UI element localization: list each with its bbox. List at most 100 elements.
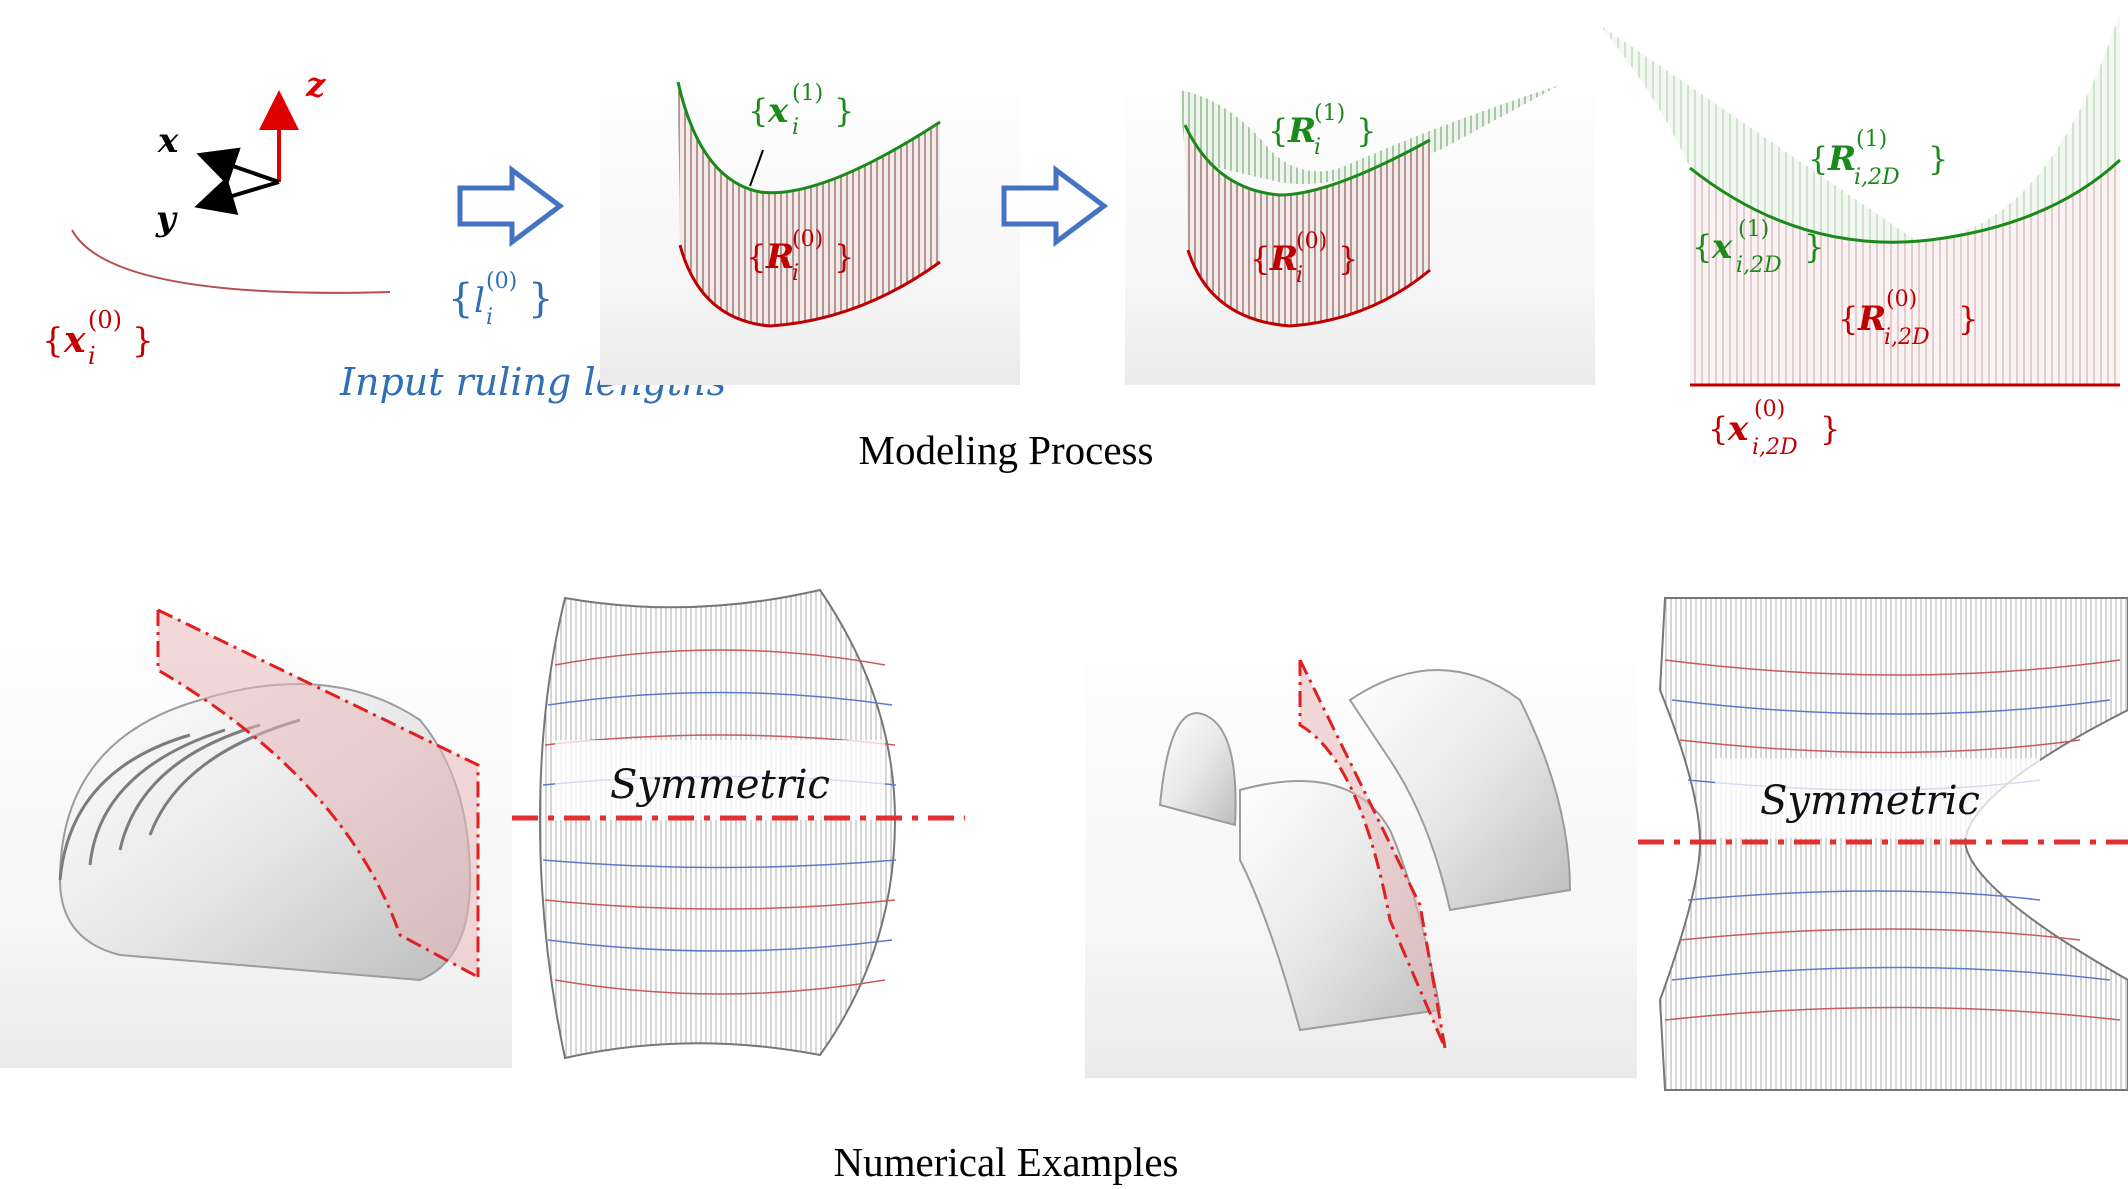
label-x1-2d: { x i,2D (1) } [1692,217,1824,278]
curve-line [1679,928,2081,941]
svg-text:x: x [767,91,789,131]
svg-text:}: } [1338,240,1358,278]
curve-line [542,859,897,869]
svg-text:{: { [1250,240,1270,278]
y-axis-arrow [194,176,280,216]
svg-text:}: } [132,321,154,361]
fold-curve [1183,124,1431,197]
curve-line [1687,890,2041,901]
shell-ring-1 [58,733,191,881]
caption-numerical-examples: Numerical Examples [834,1139,1179,1185]
developed-surface-R1 [1600,12,2120,250]
label-x0: { x i (0) } [42,306,154,370]
flat-pattern-outline [538,588,897,1060]
svg-text:i: i [1296,263,1303,288]
svg-text:(1): (1) [1738,217,1769,242]
svg-text:R: R [1857,299,1886,339]
example-2-flat-pattern: Symmetric [1638,597,2128,1091]
label-R1: { R i (1) } [1268,101,1376,160]
svg-text:}: } [1356,112,1376,150]
process-arrow-1 [457,165,565,247]
curve-line [547,691,893,706]
z-axis-label: z [305,65,326,105]
svg-text:(1): (1) [1856,127,1887,152]
example-2-render [1085,608,1637,1078]
symmetric-label-1: Symmetric [610,762,830,808]
svg-text:i,2D: i,2D [1752,435,1798,460]
svg-text:{: { [746,238,766,276]
curve-line [554,979,886,995]
bottom-curve [1186,249,1431,328]
svg-text:i,2D: i,2D [1884,325,1930,350]
svg-text:i: i [792,115,799,140]
curve-line [1664,1006,2121,1021]
ruled-surface-R1 [1180,85,1560,184]
developed-curve-x1 [1689,158,2122,244]
large-arch [1348,669,1572,912]
axes-triad: z x y [155,65,326,239]
x-axis-label: x [157,121,179,161]
shell-ring-2 [88,728,226,866]
svg-text:{: { [1808,140,1828,178]
svg-text:(1): (1) [1314,101,1345,126]
curve-line [544,899,896,910]
svg-text:R: R [1827,139,1856,179]
curve-line [554,649,886,666]
svg-text:}: } [834,238,854,276]
curve-line [1671,699,2111,715]
svg-text:R: R [765,237,794,277]
svg-text:{: { [42,321,64,361]
cut-plane-outline-1 [156,608,480,979]
caption-modeling-process: Modeling Process [859,427,1154,473]
top-curve-x1 [676,81,941,195]
svg-text:}: } [1928,140,1948,178]
svg-text:(0): (0) [1296,229,1327,254]
example-1-render [0,598,512,1068]
ruled-surface-R0 [678,82,940,326]
svg-text:R: R [1287,111,1316,151]
symmetric-label-2: Symmetric [1760,778,1980,824]
bottom-curve-x0 [678,244,941,328]
svg-text:(0): (0) [486,269,517,294]
cut-plane-2 [1300,660,1445,1048]
surface-panel-3 [1125,60,1595,385]
svg-text:}: } [1820,410,1840,448]
svg-text:}: } [1958,300,1978,338]
svg-text:{: { [448,276,473,322]
surface-panel-2 [600,60,1020,385]
svg-text:x: x [63,319,86,361]
svg-text:(0): (0) [1886,287,1917,312]
ruled-surface-R0-b [1185,125,1430,326]
svg-text:{: { [1708,410,1728,448]
curve-line [1679,739,2081,754]
curve-line [1671,966,2111,981]
label-R0-a: { R i (0) } [746,227,854,286]
svg-text:(0): (0) [88,306,122,334]
small-arch [1158,712,1237,827]
svg-text:(0): (0) [792,227,823,252]
developed-panel-2d [1600,12,2122,387]
label-R0-2d: { R i,2D (0) } [1838,287,1978,350]
label-R0-b: { R i (0) } [1250,229,1358,288]
svg-text:}: } [528,276,553,322]
svg-text:l: l [474,281,485,321]
label-R1-2d: { R i,2D (1) } [1808,127,1948,190]
example-1-flat-pattern: Symmetric [512,588,965,1060]
label-x1: { x i (1) } [748,81,854,140]
svg-text:i: i [1314,135,1321,160]
svg-text:x: x [1711,227,1733,267]
developed-surface-R0 [1690,160,2120,385]
x-axis-arrow [196,147,280,186]
label-l0: { l i (0) } [448,269,553,330]
label-x0-2d: { x i,2D (0) } [1708,397,1840,460]
y-axis-label: y [155,199,178,239]
svg-text:(0): (0) [1754,397,1785,422]
base-curve [71,229,391,294]
svg-text:i,2D: i,2D [1736,253,1782,278]
cut-plane-outline-2 [1298,659,1447,1049]
curve-line [1664,659,2121,676]
svg-text:R: R [1269,239,1298,279]
svg-text:{: { [1838,300,1858,338]
svg-text:i,2D: i,2D [1854,165,1900,190]
